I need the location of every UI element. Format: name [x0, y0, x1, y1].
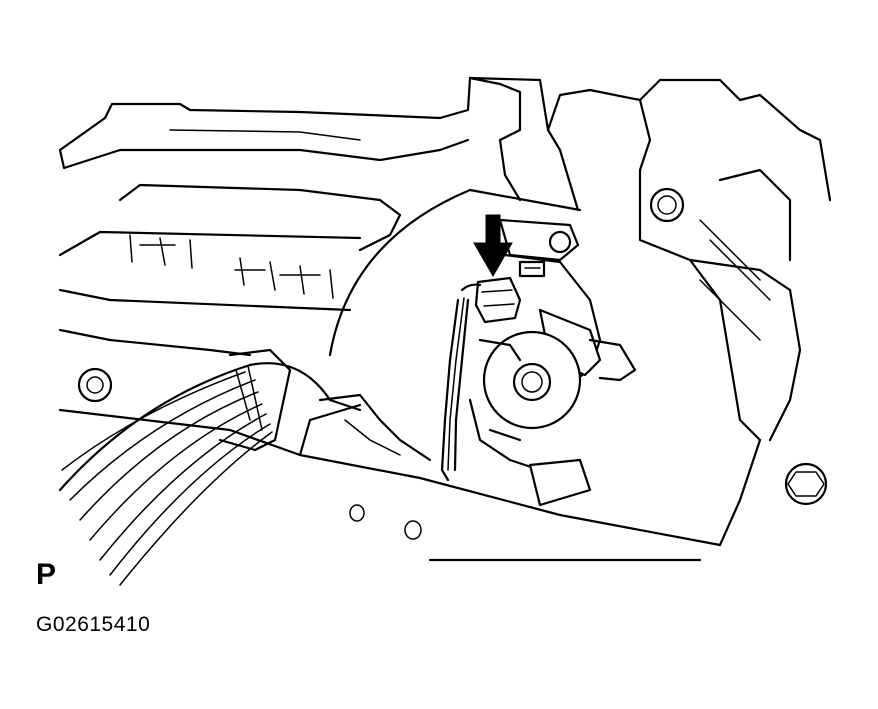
- transmission-case: [58, 403, 762, 562]
- connector: [440, 276, 522, 482]
- figure-code: G02615410: [36, 613, 151, 636]
- left-bolt: [77, 367, 113, 403]
- down-arrow-icon: [473, 214, 513, 278]
- bell-housing: [328, 188, 582, 357]
- wire-harness: [58, 348, 432, 586]
- right-bracket: [638, 78, 832, 506]
- view-marker: P: [36, 558, 57, 591]
- sensor-assembly: [468, 218, 637, 507]
- intake-housing: [58, 76, 652, 212]
- valve-cover: [58, 183, 402, 357]
